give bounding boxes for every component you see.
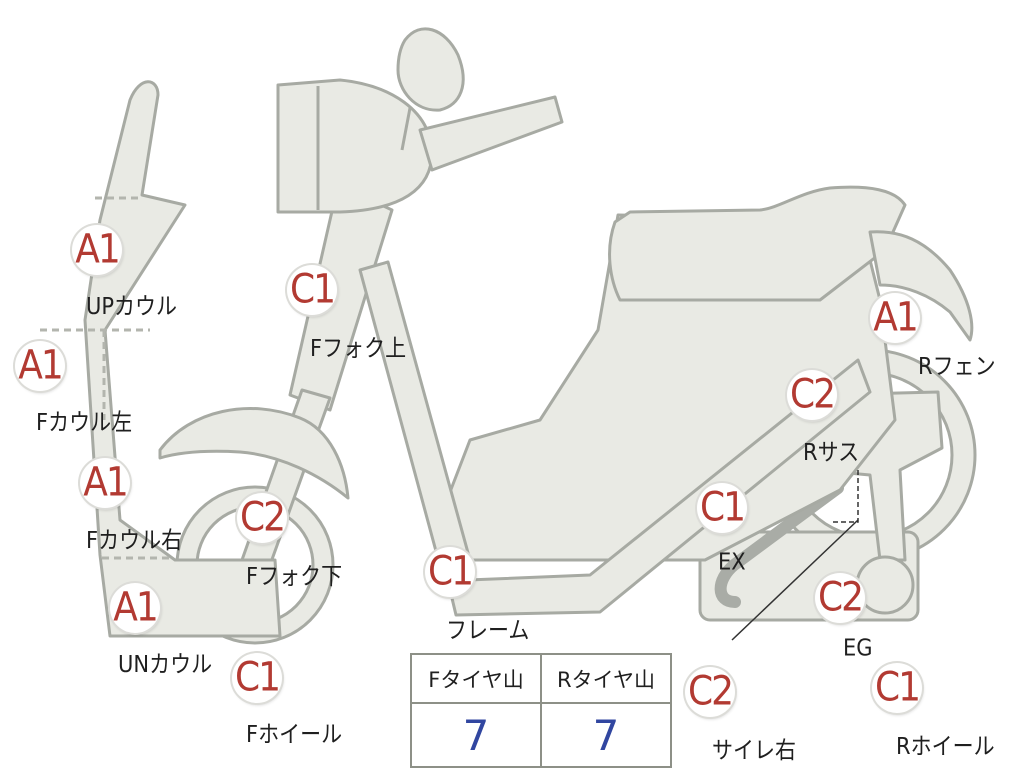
- marker-exhaust[interactable]: C1: [697, 483, 747, 533]
- marker-r-fender[interactable]: A1: [870, 293, 920, 343]
- rear-shock-bolt: [855, 555, 915, 615]
- marker-engine[interactable]: C2: [815, 573, 865, 623]
- grade-f-fork-lower: C2: [239, 494, 286, 541]
- marker-f-cowl-left[interactable]: A1: [15, 341, 65, 391]
- grade-exhaust: C1: [699, 484, 746, 531]
- marker-f-fork-upper[interactable]: C1: [287, 265, 337, 315]
- grade-up-cowl: A1: [75, 226, 121, 273]
- marker-f-cowl-right[interactable]: A1: [80, 458, 130, 508]
- exhaust-pipe: [714, 482, 844, 608]
- grade-silencer-right: C2: [687, 668, 734, 715]
- rear-tire-tread-value: 7: [540, 702, 672, 768]
- marker-r-suspension[interactable]: C2: [787, 370, 837, 420]
- label-f-wheel: Fホイール: [246, 720, 343, 748]
- marker-r-wheel[interactable]: C1: [872, 663, 922, 713]
- marker-f-fork-lower[interactable]: C2: [237, 493, 287, 543]
- grade-f-cowl-left: A1: [18, 342, 64, 389]
- label-r-suspension: Rサス: [803, 438, 860, 466]
- front-cowl: [83, 80, 282, 638]
- headlight: [276, 78, 434, 214]
- grade-f-wheel: C1: [234, 654, 281, 701]
- grade-r-fender: A1: [873, 294, 919, 341]
- label-up-cowl: UPカウル: [86, 292, 178, 320]
- tire-table-value-row: 7 7: [410, 702, 672, 768]
- tire-table-header-row: Fタイヤ山 Rタイヤ山: [410, 653, 672, 704]
- marker-frame[interactable]: C1: [425, 547, 475, 597]
- grade-f-cowl-right: A1: [83, 459, 129, 506]
- tire-tread-table: Fタイヤ山 Rタイヤ山 7 7: [410, 653, 672, 768]
- grade-r-suspension: C2: [789, 371, 836, 418]
- label-frame: フレーム: [446, 616, 530, 644]
- marker-up-cowl[interactable]: A1: [72, 225, 122, 275]
- grade-engine: C2: [817, 574, 864, 621]
- marker-un-cowl[interactable]: A1: [110, 583, 160, 633]
- grade-r-wheel: C1: [874, 664, 921, 711]
- mirror: [396, 27, 465, 112]
- front-tire-header: Fタイヤ山: [410, 653, 542, 704]
- handlebar: [418, 95, 564, 172]
- silencer-leader-line: [731, 519, 859, 641]
- grade-un-cowl: A1: [113, 584, 159, 631]
- seat: [608, 185, 907, 302]
- front-tire-tread-value: 7: [410, 702, 542, 768]
- label-f-fork-upper: Fフォク上: [310, 334, 407, 362]
- grade-frame: C1: [427, 548, 474, 595]
- down-tube: [358, 260, 472, 568]
- label-un-cowl: UNカウル: [118, 650, 213, 678]
- marker-silencer-right[interactable]: C2: [685, 667, 735, 717]
- suspension-leader-line: [832, 470, 859, 523]
- rear-fender: [868, 230, 974, 342]
- label-r-wheel: Rホイール: [896, 732, 995, 760]
- label-silencer-right: サイレ右: [712, 736, 796, 764]
- front-fender: [158, 407, 350, 500]
- label-exhaust: EX: [718, 548, 746, 575]
- label-f-cowl-left: Fカウル左: [36, 408, 133, 436]
- rear-tire-header: Rタイヤ山: [540, 653, 672, 704]
- label-f-cowl-right: Fカウル右: [86, 526, 183, 554]
- label-f-fork-lower: Fフォク下: [246, 562, 343, 590]
- label-engine: EG: [843, 634, 873, 661]
- label-r-fender: Rフェン: [918, 352, 996, 380]
- grade-f-fork-upper: C1: [289, 266, 336, 313]
- mirror-stem: [400, 107, 412, 151]
- marker-f-wheel[interactable]: C1: [232, 653, 282, 703]
